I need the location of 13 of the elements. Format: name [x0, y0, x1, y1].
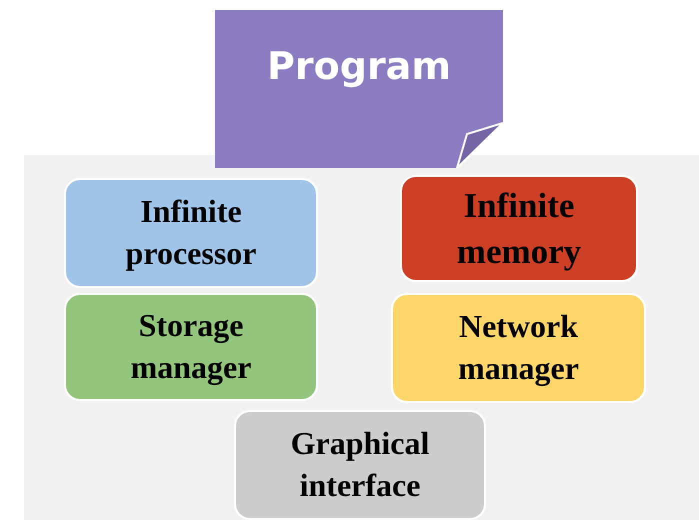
rounded-box — [234, 410, 486, 520]
title-text: Program — [266, 43, 452, 90]
panel-background — [24, 155, 699, 520]
box-label: Storage manager — [130, 306, 252, 388]
rounded-box — [400, 175, 638, 282]
sticky-note — [215, 10, 503, 168]
box-label: Network manager — [457, 307, 580, 388]
box-label: Graphical interface — [290, 424, 430, 505]
box-label: Infinite processor — [124, 192, 258, 273]
rounded-box — [391, 293, 646, 403]
rounded-box — [64, 293, 318, 401]
box-label: Infinite memory — [456, 185, 582, 272]
rounded-box — [64, 178, 318, 288]
